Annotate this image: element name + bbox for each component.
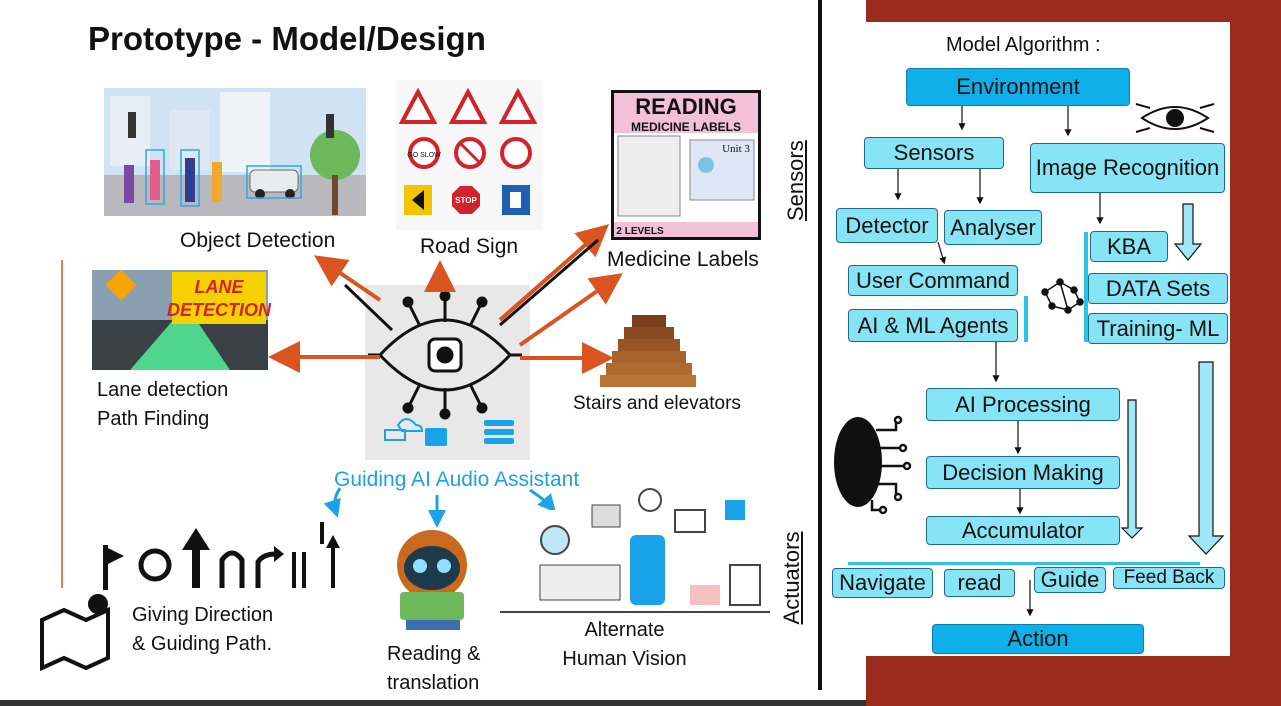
page-title: Prototype - Model/Design (88, 20, 486, 57)
lane-caption-line2: Path Finding (97, 408, 210, 430)
reading-caption-line2: translation (387, 672, 480, 694)
reading-caption-line1: Reading & (387, 643, 481, 665)
ai-processing-box: AI Processing (926, 388, 1120, 421)
giving-direction-caption: Giving Direction & Guiding Path. (132, 601, 273, 659)
eye-icon (1135, 103, 1215, 133)
actuator-bus-line (848, 562, 1200, 565)
assistant-caption: Guiding AI Audio Assistant (334, 468, 580, 491)
lane-detection-image (92, 269, 268, 370)
thumb-medicine-text: MEDICINE LABELS (631, 120, 741, 134)
medicine-labels-image (611, 90, 761, 240)
alternate-caption-line2: Human Vision (562, 648, 687, 670)
neural-network-icon (1041, 278, 1084, 314)
thumb-unit-text: Unit 3 (722, 143, 750, 155)
giving-caption-line2: & Guiding Path. (132, 633, 273, 655)
blue-stack-icon (484, 420, 514, 444)
alternate-vision-image (500, 488, 770, 613)
blue-cloud-icon (384, 418, 424, 441)
reading-robot-image (397, 530, 467, 630)
analyser-box: Analyser (944, 210, 1042, 245)
road-sign-image (396, 80, 542, 230)
agents-bracket (1024, 296, 1028, 342)
direction-arrows-icon (103, 522, 340, 590)
medicine-labels-caption: Medicine Labels (607, 248, 759, 271)
divider-line (818, 0, 822, 690)
lane-logo-text-1: LANE (195, 277, 245, 297)
brain-circuit-icon (834, 415, 912, 515)
big-down-arrow-3 (1120, 399, 1144, 539)
left-illustrations: GO SLOW STOP READING MEDICINE LABELS Uni… (40, 80, 770, 672)
reading-caption: Reading & translation (387, 640, 480, 698)
alternate-caption-line1: Alternate (584, 619, 665, 641)
lane-logo-text-2: DETECTION (167, 300, 272, 320)
feed-back-box: Feed Back (1113, 567, 1225, 589)
flow-arrows (894, 106, 1104, 617)
data-sets-box: DATA Sets (1088, 273, 1228, 304)
navigate-box: Navigate (832, 568, 933, 598)
big-down-arrow-1 (1173, 203, 1203, 261)
thumb-reading-text: READING (635, 94, 736, 119)
object-detection-image (104, 88, 366, 216)
circuit-eye-icon (368, 290, 522, 420)
alternate-vision-caption: Alternate Human Vision (562, 616, 687, 674)
big-down-arrow-2 (1187, 361, 1225, 555)
sign-stop-text: STOP (455, 196, 477, 205)
training-ml-box: Training- ML (1088, 313, 1228, 344)
sign-go-slow-text: GO SLOW (407, 152, 441, 159)
sensors-box: Sensors (864, 137, 1004, 169)
environment-box: Environment (906, 68, 1130, 106)
road-sign-caption: Road Sign (420, 235, 519, 258)
decision-making-box: Decision Making (926, 456, 1120, 489)
action-box: Action (932, 624, 1144, 654)
stairs-caption: Stairs and elevators (573, 393, 741, 414)
black-connector-lines (343, 238, 599, 332)
guide-box: Guide (1034, 567, 1106, 593)
lane-caption-line1: Lane detection (97, 379, 229, 401)
thumb-levels-text: 2 LEVELS (616, 226, 664, 237)
accumulator-box: Accumulator (926, 516, 1120, 545)
stairs-icon (600, 315, 696, 387)
bottom-bar (0, 700, 866, 706)
ai-ml-agents-box: AI & ML Agents (848, 309, 1018, 342)
algorithm-heading: Model Algorithm : (946, 34, 1101, 56)
kba-box: KBA (1090, 231, 1168, 262)
kba-bracket (1084, 232, 1088, 342)
blue-arrows (323, 487, 556, 528)
orange-arrows (268, 224, 623, 374)
lane-detection-caption: Lane detection Path Finding (97, 376, 228, 434)
image-recognition-box: Image Recognition (1030, 143, 1225, 193)
giving-caption-line1: Giving Direction (132, 604, 274, 626)
user-command-box: User Command (848, 265, 1018, 296)
detector-box: Detector (836, 208, 938, 243)
read-box: read (944, 569, 1015, 597)
object-detection-caption: Object Detection (180, 229, 336, 252)
blue-chat-icon (425, 428, 447, 446)
map-icon (40, 594, 110, 672)
